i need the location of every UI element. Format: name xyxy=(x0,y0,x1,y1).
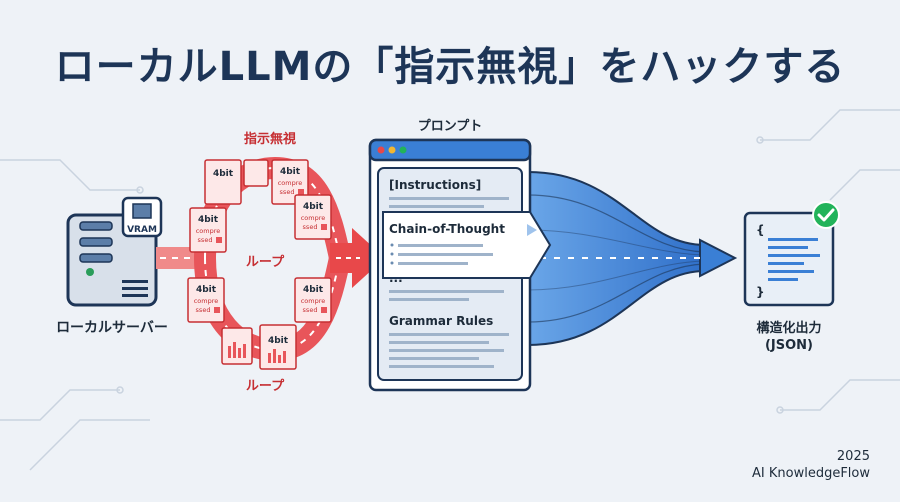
vram-chip: VRAM xyxy=(121,196,163,238)
file-doc-2: 4bit compre ssed xyxy=(271,159,309,205)
cot-lines xyxy=(390,243,493,265)
svg-text:compre: compre xyxy=(301,214,326,222)
credit-year: 2025 xyxy=(836,449,870,464)
svg-text:4bit: 4bit xyxy=(196,285,217,295)
page-title: ローカルLLMの「指示無視」をハックする xyxy=(54,44,846,90)
json-output-doc: { } xyxy=(743,211,835,307)
svg-text:compre: compre xyxy=(301,297,326,305)
vram-label: VRAM xyxy=(127,225,157,235)
check-badge-icon xyxy=(812,201,840,229)
file-doc-9 xyxy=(243,159,269,187)
file-doc-4: 4bit compre ssed xyxy=(294,194,332,240)
maximize-dot-icon xyxy=(399,146,407,154)
svg-text:ssed: ssed xyxy=(280,188,295,196)
circuit-decoration xyxy=(0,109,900,471)
grammar-text: Grammar Rules xyxy=(389,314,493,328)
svg-text:compre: compre xyxy=(194,297,219,305)
red-arrow xyxy=(330,228,385,288)
svg-text:4bit: 4bit xyxy=(280,167,301,177)
svg-text:4bit: 4bit xyxy=(198,215,219,225)
credit-brand: AI KnowledgeFlow xyxy=(752,466,870,481)
svg-text:4bit: 4bit xyxy=(303,202,324,212)
svg-text:compre: compre xyxy=(196,227,221,235)
svg-text:ssed: ssed xyxy=(303,306,318,314)
ignore-label: 指示無視 xyxy=(244,131,296,147)
json-open-brace: { xyxy=(756,223,765,237)
server-label: ローカルサーバー xyxy=(56,320,168,336)
svg-text:ssed: ssed xyxy=(198,236,213,244)
minimize-dot-icon xyxy=(388,146,396,154)
file-doc-5: 4bit compre ssed xyxy=(187,277,225,323)
loop-label-upper: ループ xyxy=(246,255,285,270)
svg-text:4bit: 4bit xyxy=(268,336,289,346)
grammar-lines xyxy=(389,333,509,368)
svg-text:compre: compre xyxy=(278,179,303,187)
blue-flow xyxy=(527,170,738,347)
output-format-label: (JSON) xyxy=(765,338,813,353)
svg-text:4bit: 4bit xyxy=(303,285,324,295)
svg-text:ssed: ssed xyxy=(303,223,318,231)
output-label: 構造化出力 xyxy=(756,320,821,336)
cot-text: Chain-of-Thought xyxy=(389,222,505,236)
json-close-brace: } xyxy=(756,285,765,299)
file-doc-7 xyxy=(221,327,253,365)
instructions-text: [Instructions] xyxy=(389,178,481,192)
file-doc-3: 4bit compre ssed xyxy=(189,207,227,253)
ellipsis-text: ... xyxy=(389,271,403,285)
file-doc-1: 4bit xyxy=(204,159,242,205)
file-doc-8: 4bit xyxy=(259,324,297,370)
loop-label-lower: ループ xyxy=(246,379,285,394)
file-doc-6: 4bit compre ssed xyxy=(294,277,332,323)
svg-text:4bit: 4bit xyxy=(213,169,234,179)
prompt-title: プロンプト xyxy=(418,119,483,134)
close-dot-icon xyxy=(377,146,385,154)
instructions-lines xyxy=(389,197,509,208)
svg-text:ssed: ssed xyxy=(196,306,211,314)
ellipsis-lines xyxy=(389,290,504,301)
credit: 2025 AI KnowledgeFlow xyxy=(752,448,870,482)
